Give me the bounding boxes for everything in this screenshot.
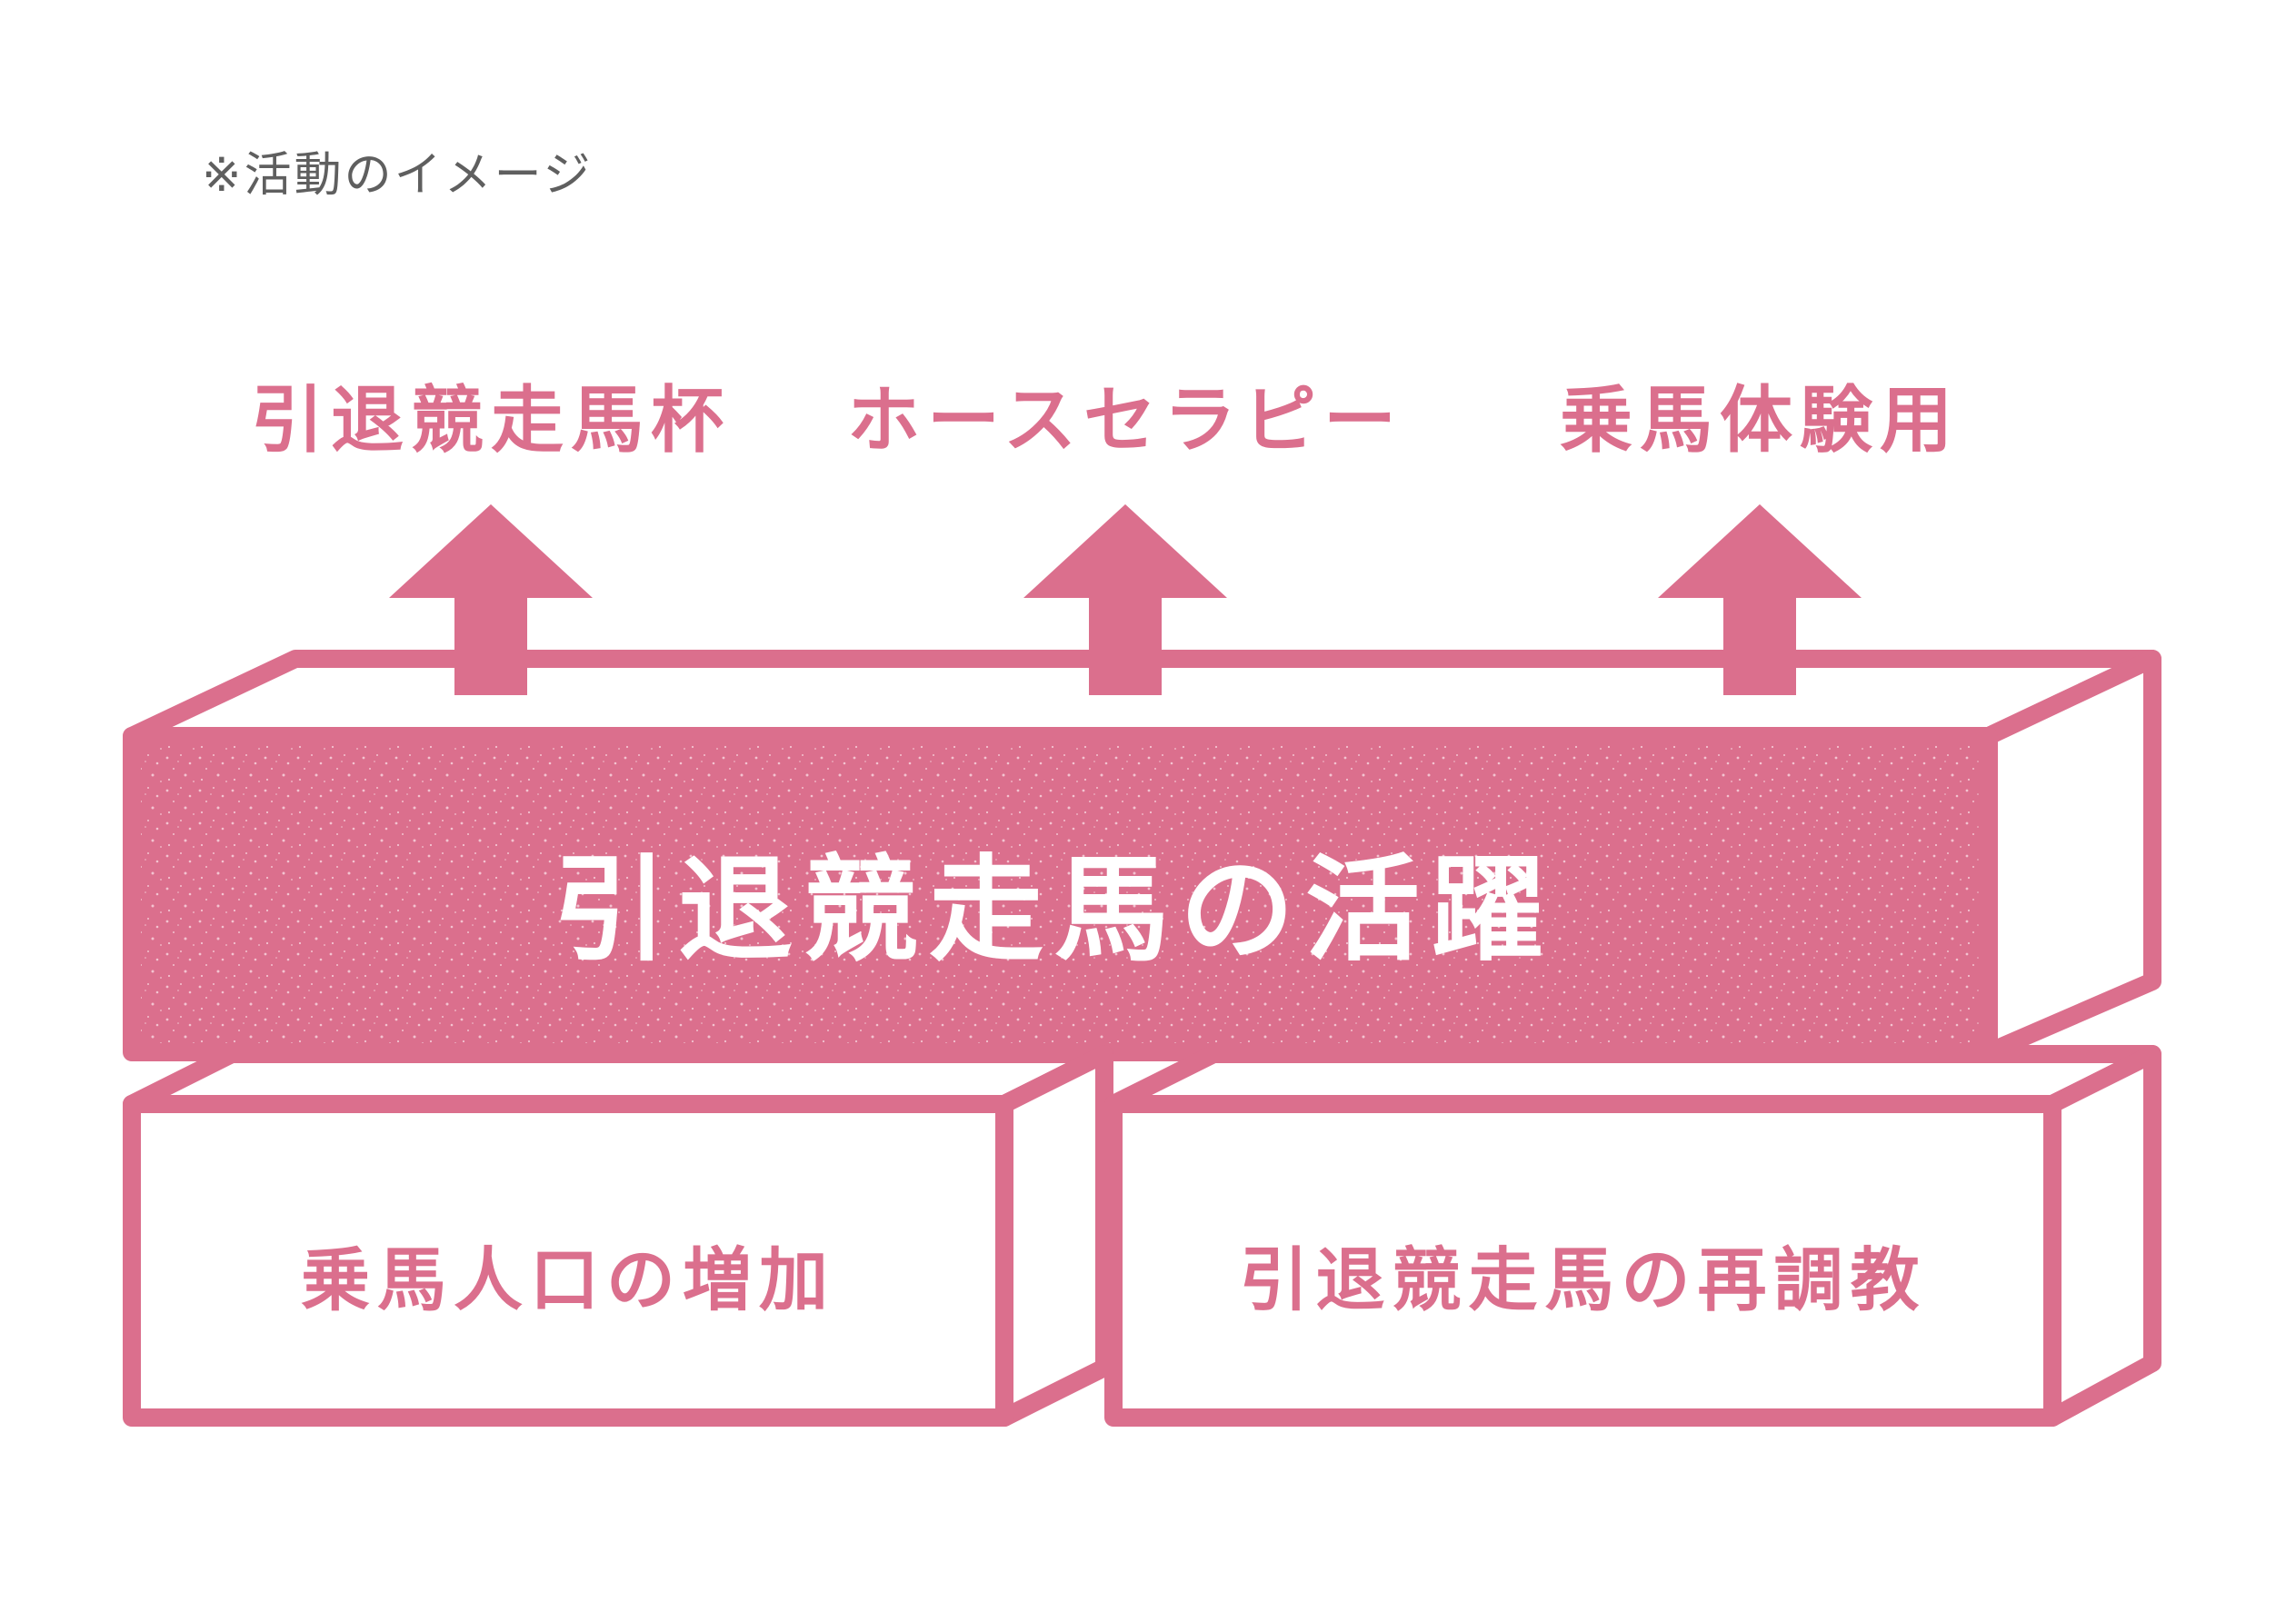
main-block-front-face [123, 727, 1998, 1061]
arrow-up-icon [1023, 504, 1227, 695]
base-block-right [1104, 1045, 2161, 1427]
base-block-left-label: 乗馬人口の増加 [301, 1239, 835, 1320]
arrow-up-icon [389, 504, 593, 695]
outcome-label-cup: 引退競走馬杯 [251, 378, 731, 463]
main-block-label: 引退競走馬の活躍 [553, 843, 1556, 977]
main-block [123, 650, 2161, 1061]
base-block-right-label: 引退競走馬の再調教 [1239, 1239, 1927, 1320]
note-text: ※活動のイメージ [202, 148, 594, 203]
arrow-up-icon [1658, 504, 1862, 695]
outcome-label-horse-therapy: ホースセラピー [847, 378, 1403, 463]
main-block-side-face [1980, 650, 2161, 1061]
outcome-label-riding-experience: 乗馬体験用 [1560, 378, 1960, 463]
